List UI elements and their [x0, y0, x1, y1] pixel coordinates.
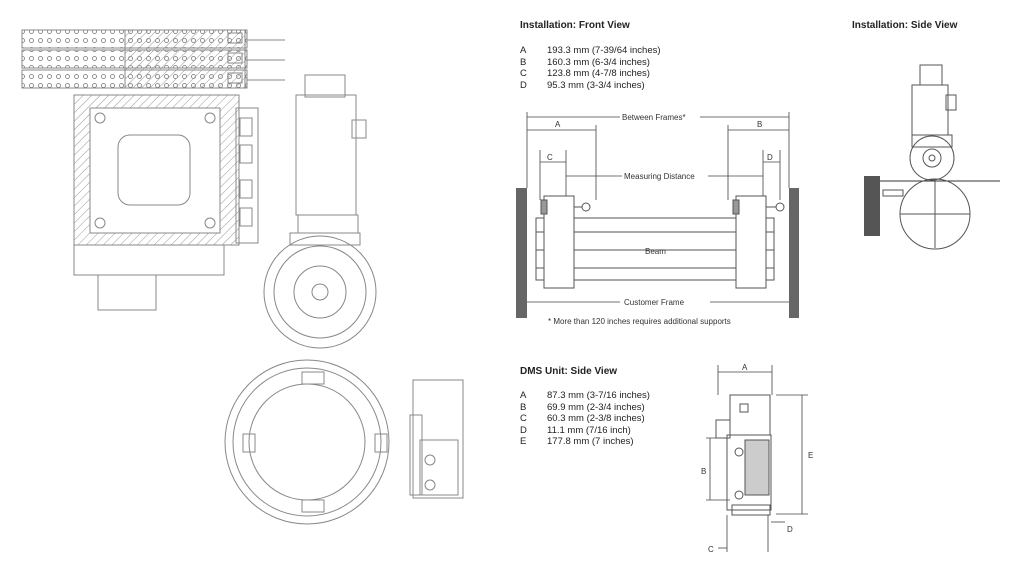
left-frame [516, 188, 527, 318]
side-view-title: Installation: Side View [852, 20, 958, 31]
beam-label: Beam [645, 247, 666, 256]
dms-title: DMS Unit: Side View [520, 366, 618, 377]
customer-frame-label: Customer Frame [624, 298, 685, 307]
dms-dim-c-label: C [708, 545, 714, 554]
measuring-distance-label: Measuring Distance [624, 172, 695, 181]
support-note: * More than 120 inches requires addition… [548, 317, 731, 326]
front-view-title: Installation: Front View [520, 20, 630, 31]
dim-d-label: D [767, 153, 773, 162]
dms-dim-e-label: E [808, 451, 813, 460]
dms-dim-a-label: A [742, 363, 748, 372]
dim-a-label: A [555, 120, 561, 129]
dim-b-label: B [757, 120, 762, 129]
between-frames-label: Between Frames* [622, 113, 686, 122]
right-frame [789, 188, 799, 318]
dms-dim-b-label: B [701, 467, 706, 476]
side-frame [864, 176, 880, 236]
dms-dim-d-label: D [787, 525, 793, 534]
dim-c-label: C [547, 153, 553, 162]
left-assembly-drawing [21, 29, 464, 525]
